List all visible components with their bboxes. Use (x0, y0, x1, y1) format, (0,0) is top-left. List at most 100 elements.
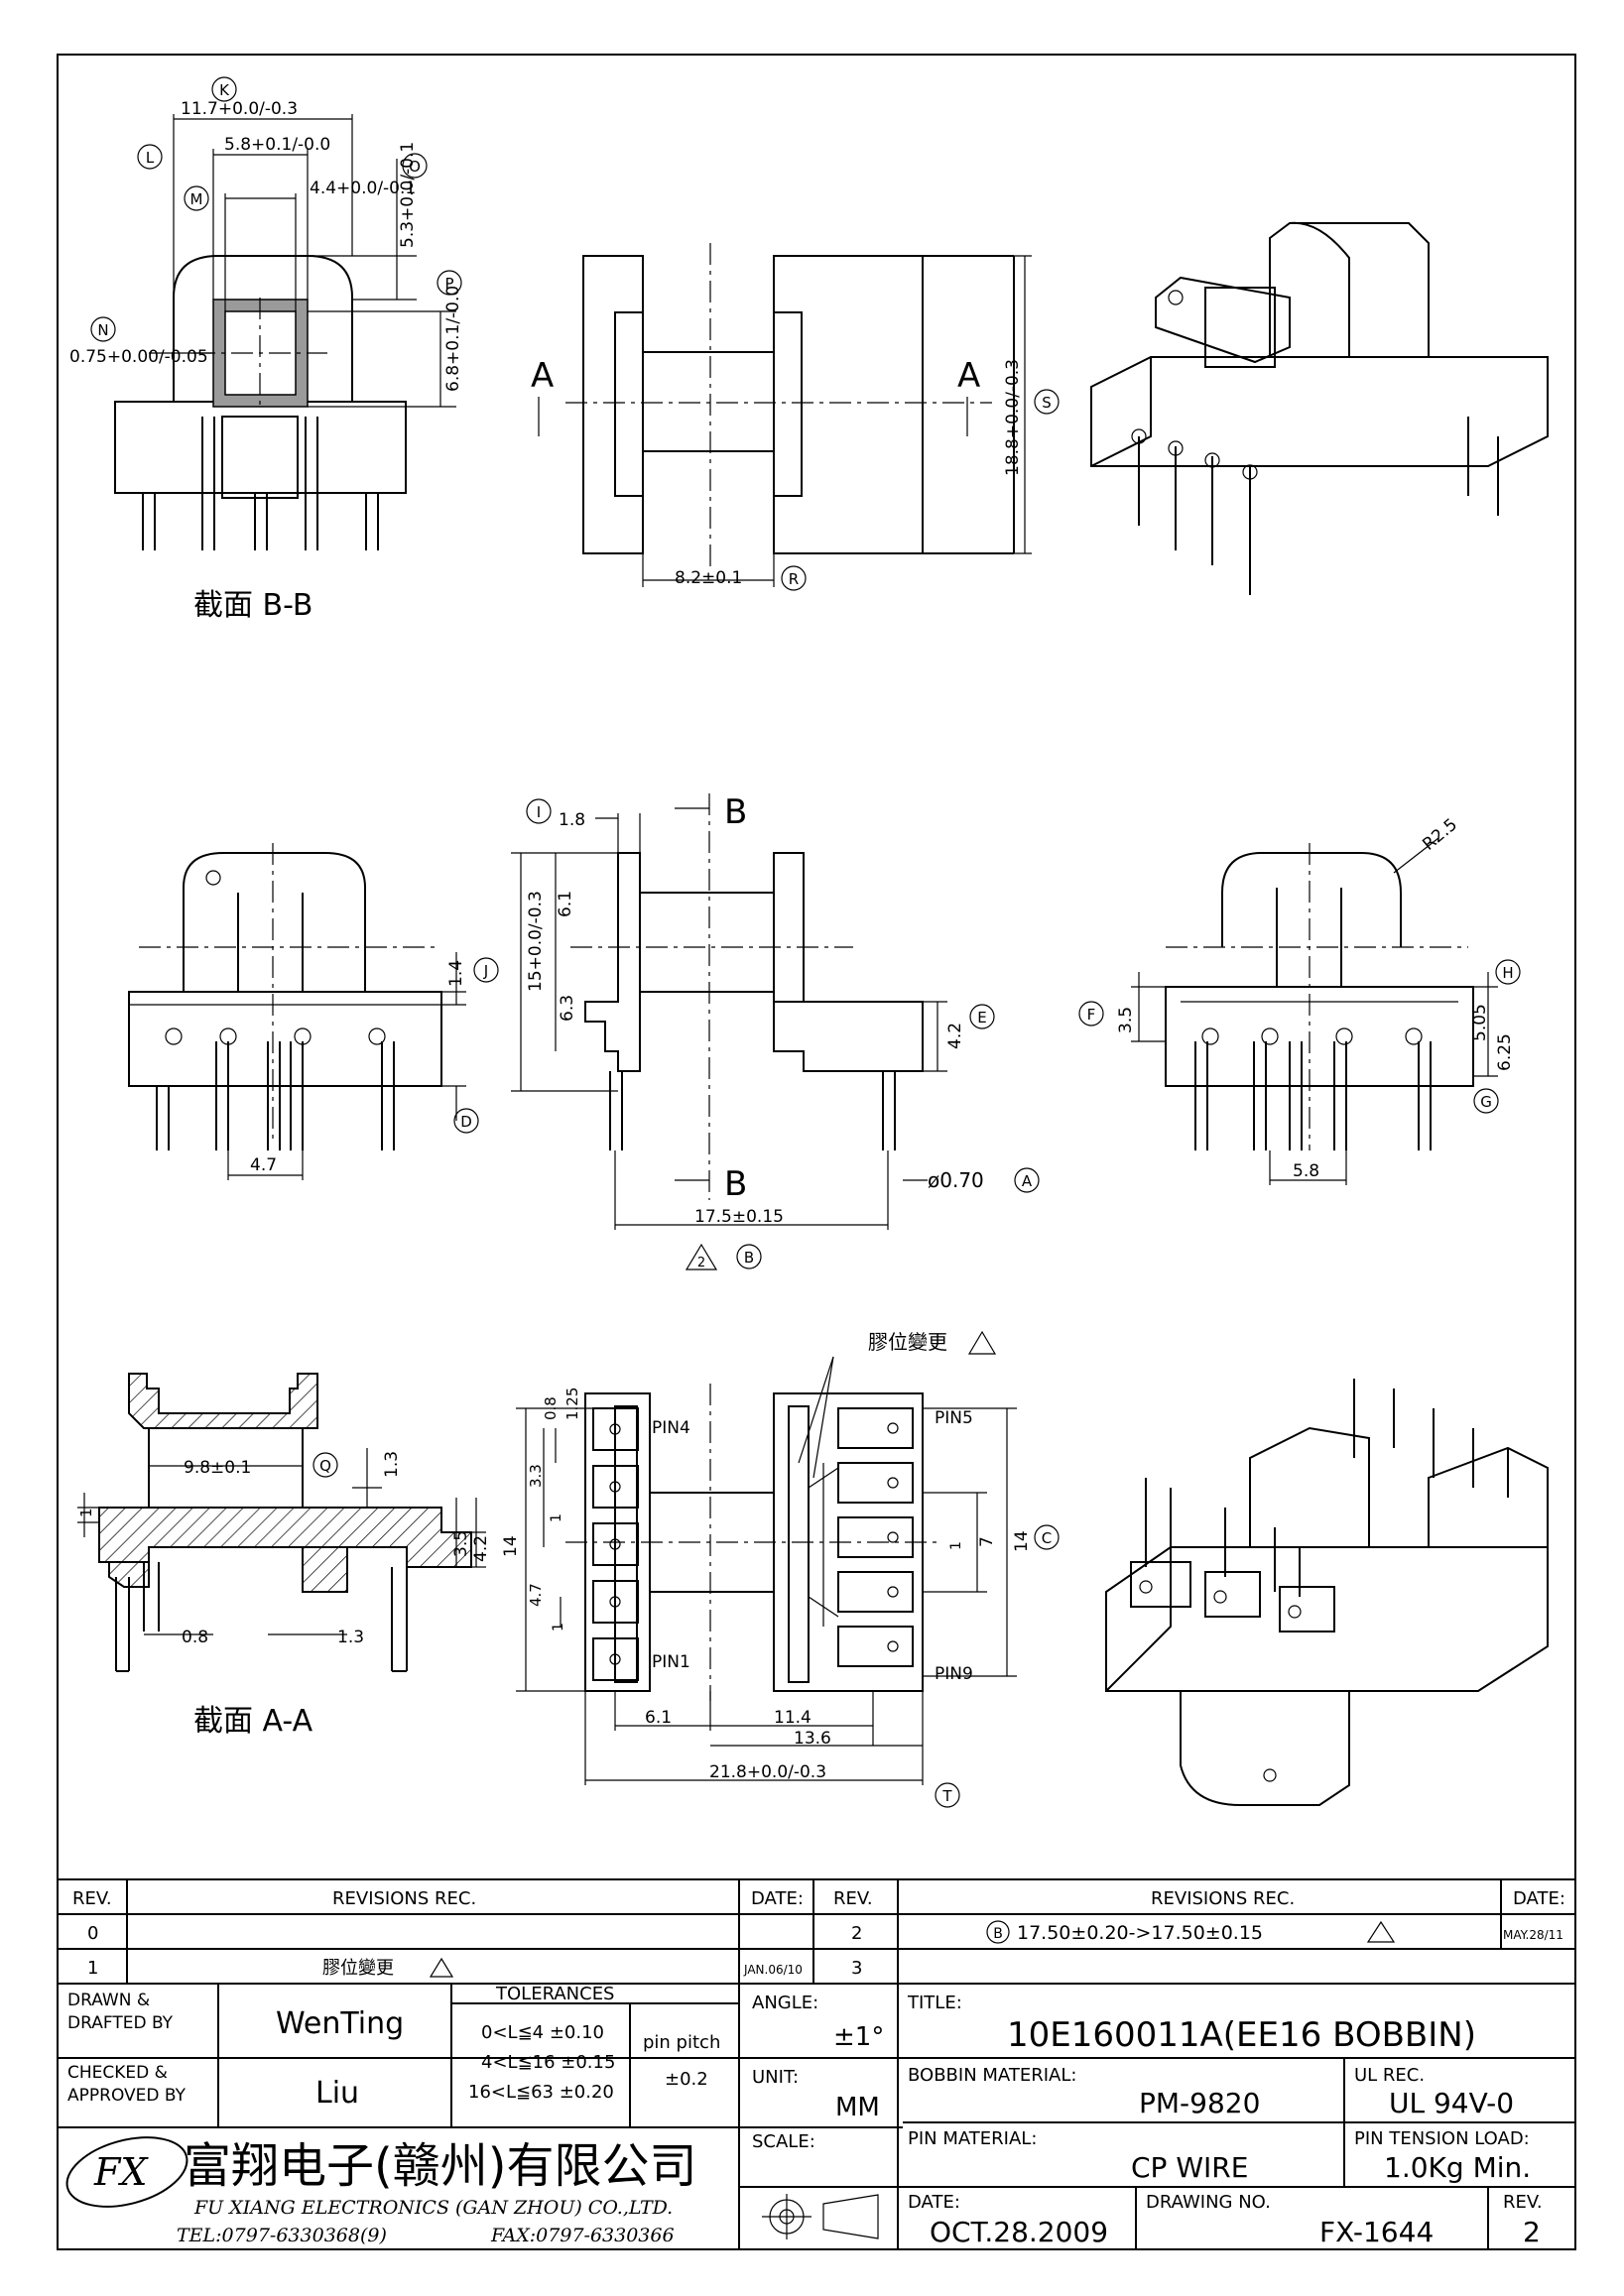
section-bb-dimension-labels: 11.7+0.0/-0.3 5.8+0.1/-0.0 4.4+0.0/-0.1 … (69, 99, 463, 392)
callout-n: N (97, 321, 108, 339)
rev-row-2-date: MAY.28/11 (1503, 1928, 1563, 1942)
section-aa-view: 9.8±0.1 1.3 1 3.5 4.2 0.8 1.3 Q 截面 A-A (77, 1373, 491, 1739)
callout-k: K (219, 81, 230, 99)
drawing-title: 10E160011A(EE16 BOBBIN) (1007, 2015, 1476, 2055)
dim-pin-offset-1: 0.8 (542, 1396, 560, 1420)
revisions-header-left: REVISIONS REC. (332, 1888, 476, 1909)
angle-value: ±1° (833, 2022, 884, 2052)
bottom-view: 膠位變更 PIN4 PIN5 PIN1 PIN9 0.8 1.25 3.3 1 … (501, 1330, 1060, 1808)
dim-g-height: 6.25 (1495, 1033, 1515, 1071)
tolerance-row-1: 0<L≦4 ±0.10 (481, 2022, 604, 2043)
dim-k-width: 11.7+0.0/-0.3 (181, 99, 298, 119)
pin-label-5: PIN5 (935, 1408, 973, 1428)
pin-label-4: PIN4 (652, 1418, 690, 1438)
callout-g: G (1480, 1093, 1492, 1111)
sheet-border (57, 54, 1576, 2250)
company-name-chinese: 富翔电子(赣州)有限公司 (184, 2138, 696, 2194)
dim-h-height: 5.05 (1470, 1004, 1490, 1041)
callout-f: F (1087, 1006, 1096, 1024)
unit-value: MM (835, 2093, 880, 2122)
isometric-top-view (1090, 221, 1549, 595)
dim-j-height: 15+0.0/-0.3 (526, 891, 546, 992)
company-fax: FAX:0797-6330366 (490, 2225, 675, 2246)
drawn-label-line1: DRAWN & (67, 1991, 150, 2010)
dim-pin-span-right: 5.8 (1293, 1161, 1319, 1181)
callout-d: D (460, 1113, 472, 1131)
dim-upper-height: 6.1 (556, 891, 575, 917)
dim-left-span: 14 (501, 1535, 521, 1557)
dim-pin-offset-2: 1.25 (563, 1388, 581, 1420)
callout-c: C (1042, 1529, 1052, 1547)
company-logo-icon: FX (65, 2136, 188, 2208)
ul-label: UL REC. (1354, 2065, 1425, 2086)
dim-pin-pitch-left: 3.3 (527, 1464, 545, 1488)
rev-row-1-number: 1 (87, 1958, 98, 1979)
callout-j: J (483, 962, 488, 980)
rev-row-2-callout: B (993, 1926, 1003, 1942)
dim-r-width: 8.2±0.1 (675, 568, 742, 588)
dim-n-wall: 0.75+0.00/-0.05 (69, 347, 208, 367)
section-bb-label: 截面 B-B (193, 588, 312, 623)
dim-i-offset: 1.8 (559, 810, 585, 830)
dim-t-overall-length: 21.8+0.0/-0.3 (709, 1762, 826, 1782)
dim-e-height: 4.2 (945, 1023, 965, 1049)
scale-label: SCALE: (752, 2131, 815, 2152)
rev-row-1-text: 膠位變更 (322, 1958, 394, 1979)
dim-center-gap: 1 (948, 1541, 964, 1550)
rev-row-3-number: 3 (851, 1958, 862, 1979)
section-aa-label: 截面 A-A (193, 1704, 313, 1739)
callout-r: R (789, 570, 799, 588)
callout-h: H (1502, 964, 1513, 982)
dim-inner-span-left: 4.7 (527, 1583, 545, 1607)
rev-label: REV. (1503, 2192, 1543, 2213)
callout-b: B (744, 1249, 754, 1267)
dim-flange-thickness: 1.4 (446, 960, 466, 987)
section-mark-b-top: B (724, 792, 747, 832)
bobbin-material-label: BOBBIN MATERIAL: (908, 2065, 1076, 2086)
section-bb-view: 11.7+0.0/-0.3 5.8+0.1/-0.0 4.4+0.0/-0.1 … (69, 76, 463, 623)
date-header-right: DATE: (1513, 1888, 1565, 1909)
rev-row-2-number: 2 (851, 1923, 862, 1944)
dim-s-height: 18.8+0.0/-0.3 (1003, 359, 1023, 476)
dim-small-gap-top: 1 (549, 1513, 564, 1522)
pin-material-value: CP WIRE (1131, 2151, 1248, 2184)
projection-symbol-icon (762, 2194, 879, 2239)
dim-b-pin-span: 17.5±0.15 (694, 1207, 784, 1227)
pin-pitch-label: pin pitch (643, 2032, 720, 2053)
title-label: TITLE: (907, 1993, 962, 2013)
tolerance-row-3: 16<L≦63 ±0.20 (468, 2082, 614, 2103)
checked-label-line1: CHECKED & (67, 2063, 168, 2083)
callout-i: I (537, 803, 541, 821)
note-triangle-icon (967, 1330, 997, 1355)
dim-left-flange: 6.1 (645, 1708, 672, 1728)
dim-right-offset: 1.3 (337, 1628, 364, 1647)
date-header-left: DATE: (751, 1888, 804, 1909)
dim-base-height: 4.2 (471, 1535, 491, 1562)
revision-mark-2: 2 (697, 1256, 705, 1270)
dim-inner-span-right: 7 (977, 1536, 997, 1547)
tolerance-row-2: 4<L≦16 ±0.15 (481, 2052, 615, 2073)
company-telephone: TEL:0797-6330368(9) (177, 2225, 387, 2246)
pin-tension-label: PIN TENSION LOAD: (1354, 2128, 1530, 2149)
rev-header-left: REV. (72, 1888, 112, 1909)
callout-e: E (977, 1009, 986, 1027)
dim-l-width: 5.8+0.1/-0.0 (224, 135, 330, 155)
title-block: REV. REVISIONS REC. DATE: REV. REVISIONS… (58, 1878, 1575, 2249)
callout-p: P (444, 275, 453, 293)
unit-label: UNIT: (752, 2067, 799, 2088)
callout-o: O (409, 158, 421, 176)
revisions-header-right: REVISIONS REC. (1151, 1888, 1295, 1909)
section-mark-a-left: A (531, 356, 554, 396)
pin-label-9: PIN9 (935, 1664, 973, 1684)
side-middle-view: B B 1.8 6.1 15+0.0/-0.3 6.3 4.2 17.5±0.1… (473, 792, 1040, 1270)
front-view: A A 8.2±0.1 18.8+0.0/-0.3 R S (531, 243, 1060, 591)
dim-f-height: 3.5 (1116, 1007, 1136, 1033)
pin-label-1: PIN1 (652, 1652, 690, 1672)
dim-right-span: 14 (1012, 1530, 1032, 1552)
rev-row-2-triangle-icon (1366, 1920, 1396, 1943)
dim-p-height: 6.8+0.1/-0.0 (443, 286, 463, 392)
rev-value: 2 (1523, 2216, 1541, 2248)
callout-s: S (1042, 394, 1052, 412)
checked-label-line2: APPROVED BY (67, 2086, 187, 2106)
date-label: DATE: (908, 2192, 960, 2213)
